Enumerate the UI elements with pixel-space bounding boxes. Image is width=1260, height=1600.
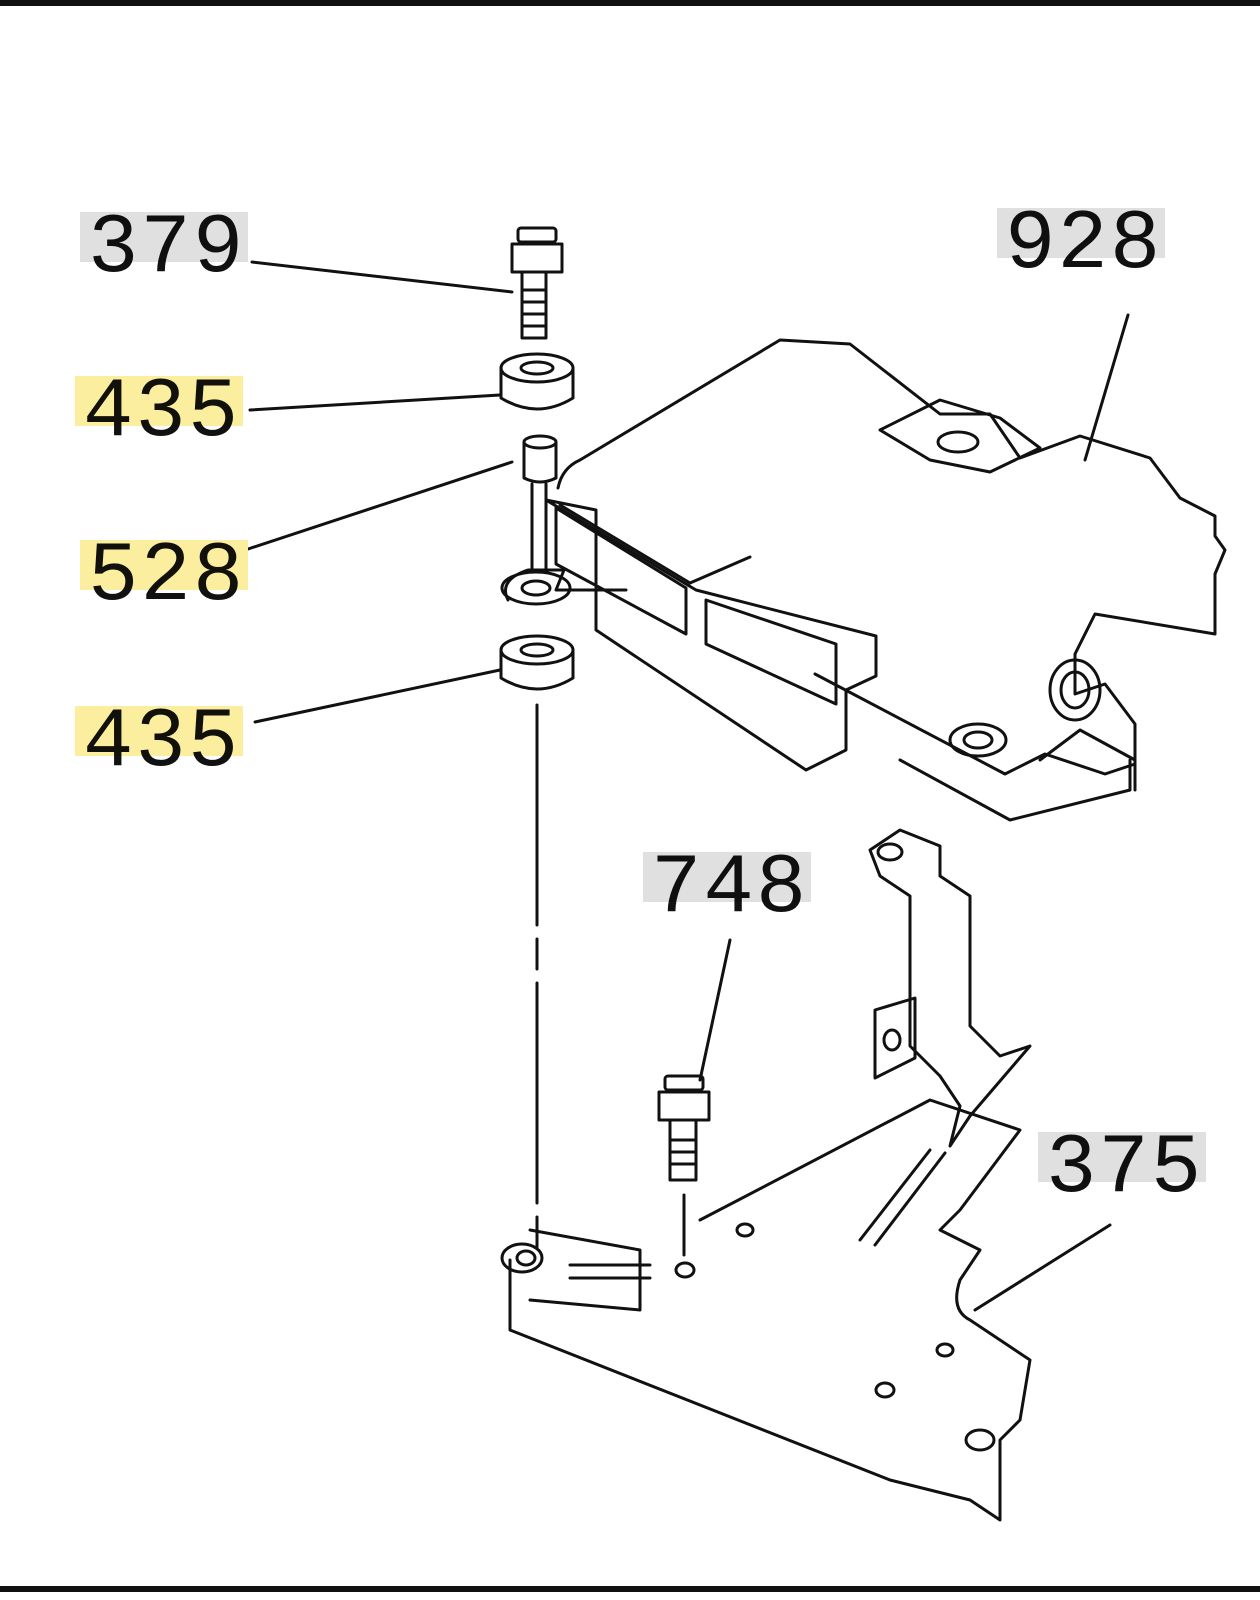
- callout-528[interactable]: 528: [80, 536, 250, 620]
- callout-379[interactable]: 379: [80, 208, 250, 292]
- callout-label: 928: [1005, 198, 1163, 293]
- highlight: [997, 208, 1165, 258]
- highlight: [75, 376, 243, 426]
- highlight: [75, 706, 243, 756]
- collar-528-drawing: [522, 434, 558, 572]
- grommet-435-upper-drawing: [499, 352, 575, 411]
- callout-label: 375: [1046, 1122, 1204, 1217]
- callout-label: 379: [88, 202, 246, 297]
- callout-435-upper[interactable]: 435: [75, 372, 245, 456]
- callout-label: 435: [83, 366, 241, 461]
- highlight: [643, 852, 811, 902]
- callout-label: 748: [651, 842, 809, 937]
- control-unit-928-drawing: [500, 338, 1227, 822]
- bolt-748-drawing: [657, 1074, 711, 1257]
- callout-928[interactable]: 928: [997, 204, 1167, 288]
- highlight: [1038, 1132, 1206, 1182]
- callout-435-lower[interactable]: 435: [75, 702, 245, 786]
- highlight: [80, 212, 248, 262]
- bolt-379-drawing: [510, 226, 564, 340]
- callout-label: 435: [83, 696, 241, 791]
- callout-label: 528: [88, 530, 246, 625]
- bracket-375-drawing: [500, 828, 1032, 1522]
- top-border: [0, 0, 1260, 6]
- grommet-435-lower-drawing: [499, 634, 575, 691]
- highlight: [80, 540, 248, 590]
- callout-748[interactable]: 748: [643, 848, 813, 932]
- callout-375[interactable]: 375: [1038, 1128, 1208, 1212]
- bottom-border: [0, 1586, 1260, 1592]
- leader-lines: [243, 260, 1130, 1312]
